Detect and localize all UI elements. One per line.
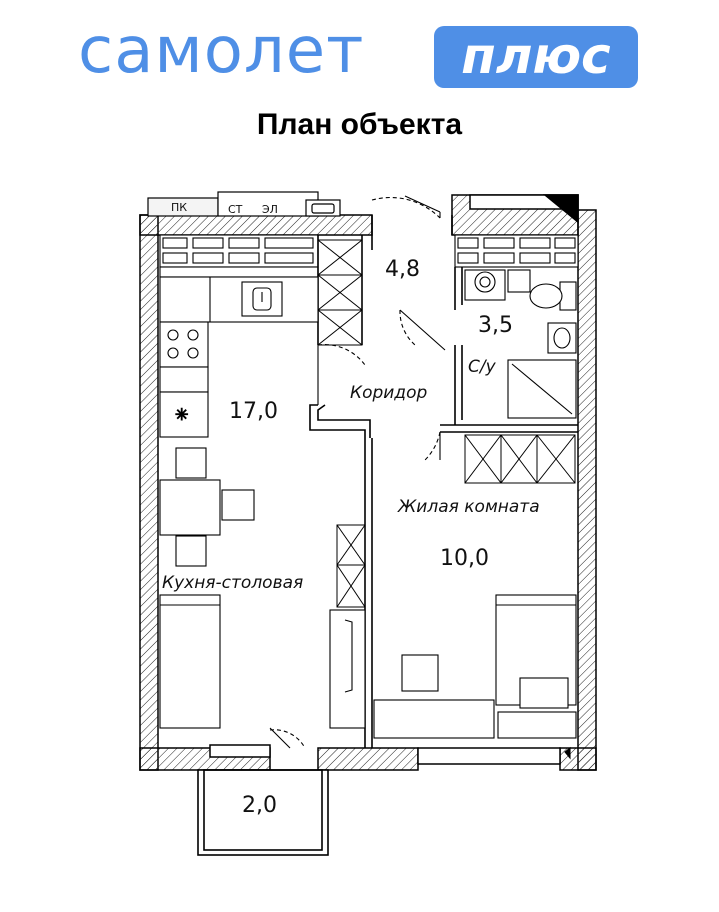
doors (269, 195, 446, 749)
svg-text:✳: ✳ (175, 405, 188, 424)
corridor-top-area: 4,8 (385, 257, 420, 282)
wall-left (139, 214, 159, 771)
ventilation-shafts (317, 239, 576, 608)
balcony (197, 769, 329, 856)
corridor-label: Коридор (350, 383, 427, 403)
living-furniture (373, 594, 577, 760)
window-bottom-left (209, 744, 271, 758)
tag-el: ЭЛ (262, 203, 278, 216)
outer-walls (139, 194, 597, 771)
stair-mark (542, 194, 579, 224)
shafts-row (147, 191, 341, 217)
page-title: План объекта (256, 108, 463, 141)
kitchen-label: Кухня-столовая (162, 573, 303, 593)
wall-bottom-mid (317, 747, 419, 771)
wall-right (577, 209, 597, 771)
shaft-grid (159, 234, 579, 278)
living-label: Жилая комната (397, 497, 540, 517)
bathroom-area: 3,5 (478, 313, 513, 338)
wall-top-left (139, 214, 373, 236)
balcony-area: 2,0 (242, 793, 277, 818)
logo: самолет плюс (78, 16, 640, 92)
logo-badge: плюс (434, 26, 638, 88)
tag-st: СТ (228, 203, 243, 216)
logo-badge-text: плюс (461, 27, 611, 85)
living-area: 10,0 (440, 546, 489, 571)
kitchen-furniture: ✳ (159, 276, 366, 729)
window-bottom (417, 747, 561, 765)
bathroom-fixtures (464, 269, 577, 419)
logo-wordmark: самолет (78, 14, 365, 88)
bathroom-label: С/у (468, 357, 497, 377)
kitchen-area: 17,0 (229, 399, 278, 424)
tag-pk: ПК (171, 201, 187, 214)
